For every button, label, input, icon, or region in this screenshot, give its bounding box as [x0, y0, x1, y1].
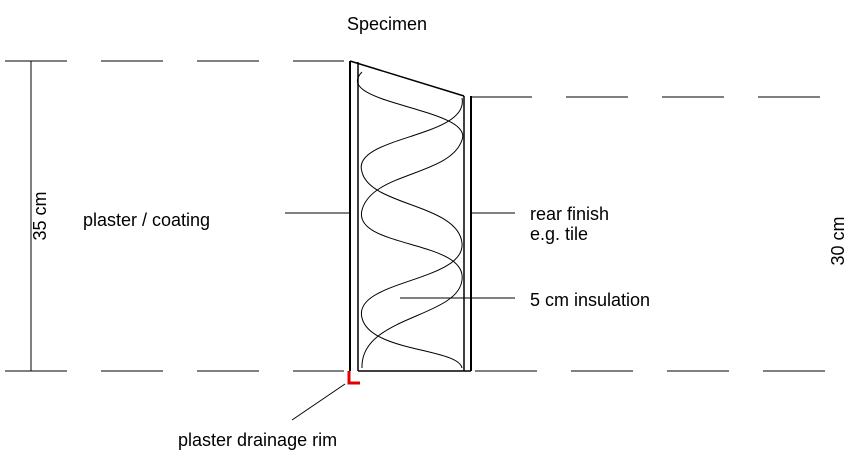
label-drainage-rim: plaster drainage rim	[178, 430, 337, 450]
label-insulation: 5 cm insulation	[530, 290, 650, 310]
insulation-pattern	[357, 71, 464, 369]
label-rear-finish-example: e.g. tile	[530, 224, 588, 244]
reference-lines	[5, 60, 846, 372]
label-plaster-coating: plaster / coating	[83, 210, 210, 230]
leader-drainage-rim	[291, 383, 346, 421]
dimension-label-35cm: 35 cm	[30, 191, 50, 240]
insulation-curve-left	[357, 71, 464, 369]
drainage-rim	[347, 371, 360, 385]
dimension-label-30cm: 30 cm	[828, 216, 846, 265]
insulation-curve-right	[360, 97, 463, 369]
label-rear-finish: rear finish	[530, 204, 609, 224]
specimen-section	[349, 60, 472, 372]
top-edge	[349, 60, 465, 97]
leader-lines	[285, 212, 515, 421]
diagram-title: Specimen	[347, 14, 427, 34]
